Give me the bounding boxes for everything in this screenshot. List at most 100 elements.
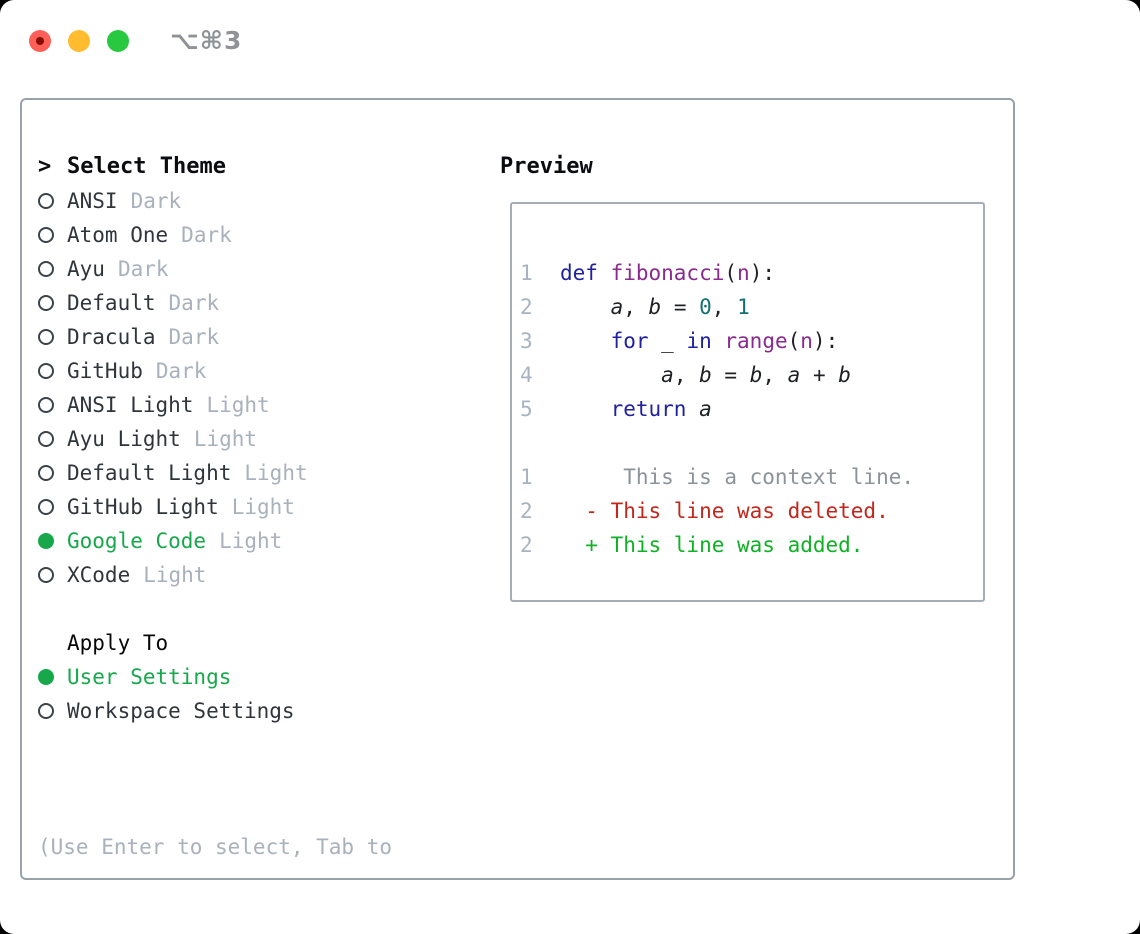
theme-item-label: Atom One bbox=[67, 223, 169, 247]
preview-code-line: 3 for _ in range(n): bbox=[520, 324, 983, 358]
theme-item-label: Default Light bbox=[67, 461, 232, 485]
theme-variant-label: Dark bbox=[155, 359, 207, 383]
apply-to-header-row: Apply To bbox=[38, 626, 295, 660]
theme-variant-label: Light bbox=[219, 529, 283, 553]
theme-variant-label: Dark bbox=[168, 291, 220, 315]
close-button[interactable] bbox=[29, 29, 51, 52]
selection-cursor-icon: > bbox=[38, 154, 52, 179]
theme-item-label: Google Code bbox=[67, 529, 207, 553]
preview-code-line: 2 - This line was deleted. bbox=[520, 494, 983, 528]
apply-option-user-settings[interactable]: User Settings bbox=[38, 660, 295, 694]
code-segment-keyword: for bbox=[610, 329, 662, 353]
preview-title: Preview bbox=[500, 154, 593, 179]
apply-option-label: User Settings bbox=[67, 665, 232, 689]
preview-code-line bbox=[520, 426, 983, 460]
code-segment-plain: , bbox=[762, 363, 788, 387]
code-segment-plain: ( bbox=[724, 261, 738, 285]
code-segment-plain bbox=[560, 290, 611, 324]
line-number: 3 bbox=[520, 329, 533, 353]
radio-icon bbox=[38, 184, 67, 218]
code-segment-variable: b bbox=[648, 295, 662, 319]
line-number: 2 bbox=[520, 533, 533, 557]
code-segment-plain: , bbox=[711, 295, 738, 319]
code-segment-variable: b bbox=[838, 363, 851, 387]
theme-list-title: Select Theme bbox=[67, 154, 226, 179]
code-segment-plain: ( bbox=[787, 329, 801, 353]
code-segment-variable: a bbox=[610, 295, 624, 319]
code-segment-deleted: - This line was deleted. bbox=[560, 499, 889, 523]
code-segment-keyword: return bbox=[610, 397, 700, 421]
code-segment-plain bbox=[560, 392, 611, 426]
theme-item-xcode[interactable]: XCode Light bbox=[38, 558, 308, 592]
code-segment-keyword: in bbox=[686, 329, 725, 353]
radio-icon bbox=[38, 490, 67, 524]
theme-item-label: ANSI Light bbox=[67, 393, 194, 417]
code-segment-function: range bbox=[724, 329, 788, 353]
line-number: 4 bbox=[520, 363, 533, 387]
minimize-button[interactable] bbox=[68, 29, 90, 52]
radio-icon bbox=[38, 456, 67, 490]
line-number bbox=[520, 426, 560, 460]
theme-variant-label: Light bbox=[193, 427, 258, 451]
code-segment-variable: a bbox=[699, 397, 712, 421]
preview-code-line: 5 return a bbox=[520, 392, 983, 426]
zoom-button[interactable] bbox=[107, 29, 129, 52]
theme-item-default[interactable]: Default Dark bbox=[38, 286, 308, 320]
line-number: 2 bbox=[520, 295, 533, 319]
code-segment-plain bbox=[560, 358, 661, 392]
code-segment-variable: b bbox=[699, 363, 712, 387]
code-segment-plain: ): bbox=[749, 261, 775, 285]
theme-item-label: Default bbox=[67, 291, 156, 315]
apply-to-header-indent bbox=[38, 626, 67, 660]
line-number: 5 bbox=[520, 397, 533, 421]
theme-item-ayu[interactable]: Ayu Dark bbox=[38, 252, 308, 286]
theme-variant-label: Dark bbox=[168, 325, 220, 349]
radio-icon bbox=[38, 218, 67, 252]
code-segment-plain: = bbox=[661, 295, 700, 319]
code-segment-added: + This line was added. bbox=[560, 533, 864, 557]
theme-item-google-code[interactable]: Google Code Light bbox=[38, 524, 308, 558]
theme-item-label: Dracula bbox=[67, 325, 156, 349]
theme-item-label: Ayu bbox=[67, 257, 105, 281]
code-segment-plain: = bbox=[711, 363, 750, 387]
line-number: 1 bbox=[520, 261, 533, 285]
theme-variant-label: Dark bbox=[181, 223, 232, 247]
preview-code-line: 2 a, b = 0, 1 bbox=[520, 290, 983, 324]
theme-item-atom-one[interactable]: Atom One Dark bbox=[38, 218, 308, 252]
theme-item-dracula[interactable]: Dracula Dark bbox=[38, 320, 308, 354]
theme-variant-label: Light bbox=[143, 563, 207, 587]
code-segment-literal: 1 bbox=[737, 295, 750, 319]
code-segment-param: n bbox=[800, 329, 813, 353]
code-segment-plain bbox=[560, 324, 611, 358]
theme-item-label: XCode bbox=[67, 563, 131, 587]
line-number: 1 bbox=[520, 465, 533, 489]
theme-item-label: GitHub Light bbox=[67, 495, 219, 519]
radio-selected-icon bbox=[38, 660, 67, 694]
theme-variant-label: Dark bbox=[117, 257, 169, 281]
apply-option-label: Workspace Settings bbox=[67, 699, 295, 723]
radio-icon bbox=[38, 286, 67, 320]
radio-icon bbox=[38, 252, 67, 286]
apply-to-title: Apply To bbox=[67, 631, 169, 655]
radio-selected-icon bbox=[38, 524, 67, 558]
window-titlebar: ⌥⌘3 bbox=[29, 26, 242, 55]
theme-list-header-row: > Select Theme bbox=[38, 150, 308, 184]
theme-variant-label: Dark bbox=[130, 189, 182, 213]
apply-option-workspace-settings[interactable]: Workspace Settings bbox=[38, 694, 295, 728]
preview-code-line: 2 + This line was added. bbox=[520, 528, 983, 562]
radio-icon bbox=[38, 558, 67, 592]
code-segment-variable: b bbox=[749, 363, 763, 387]
code-segment-plain: , bbox=[623, 295, 649, 319]
code-segment-plain: ): bbox=[812, 329, 839, 353]
window-shortcut-label: ⌥⌘3 bbox=[170, 26, 243, 55]
